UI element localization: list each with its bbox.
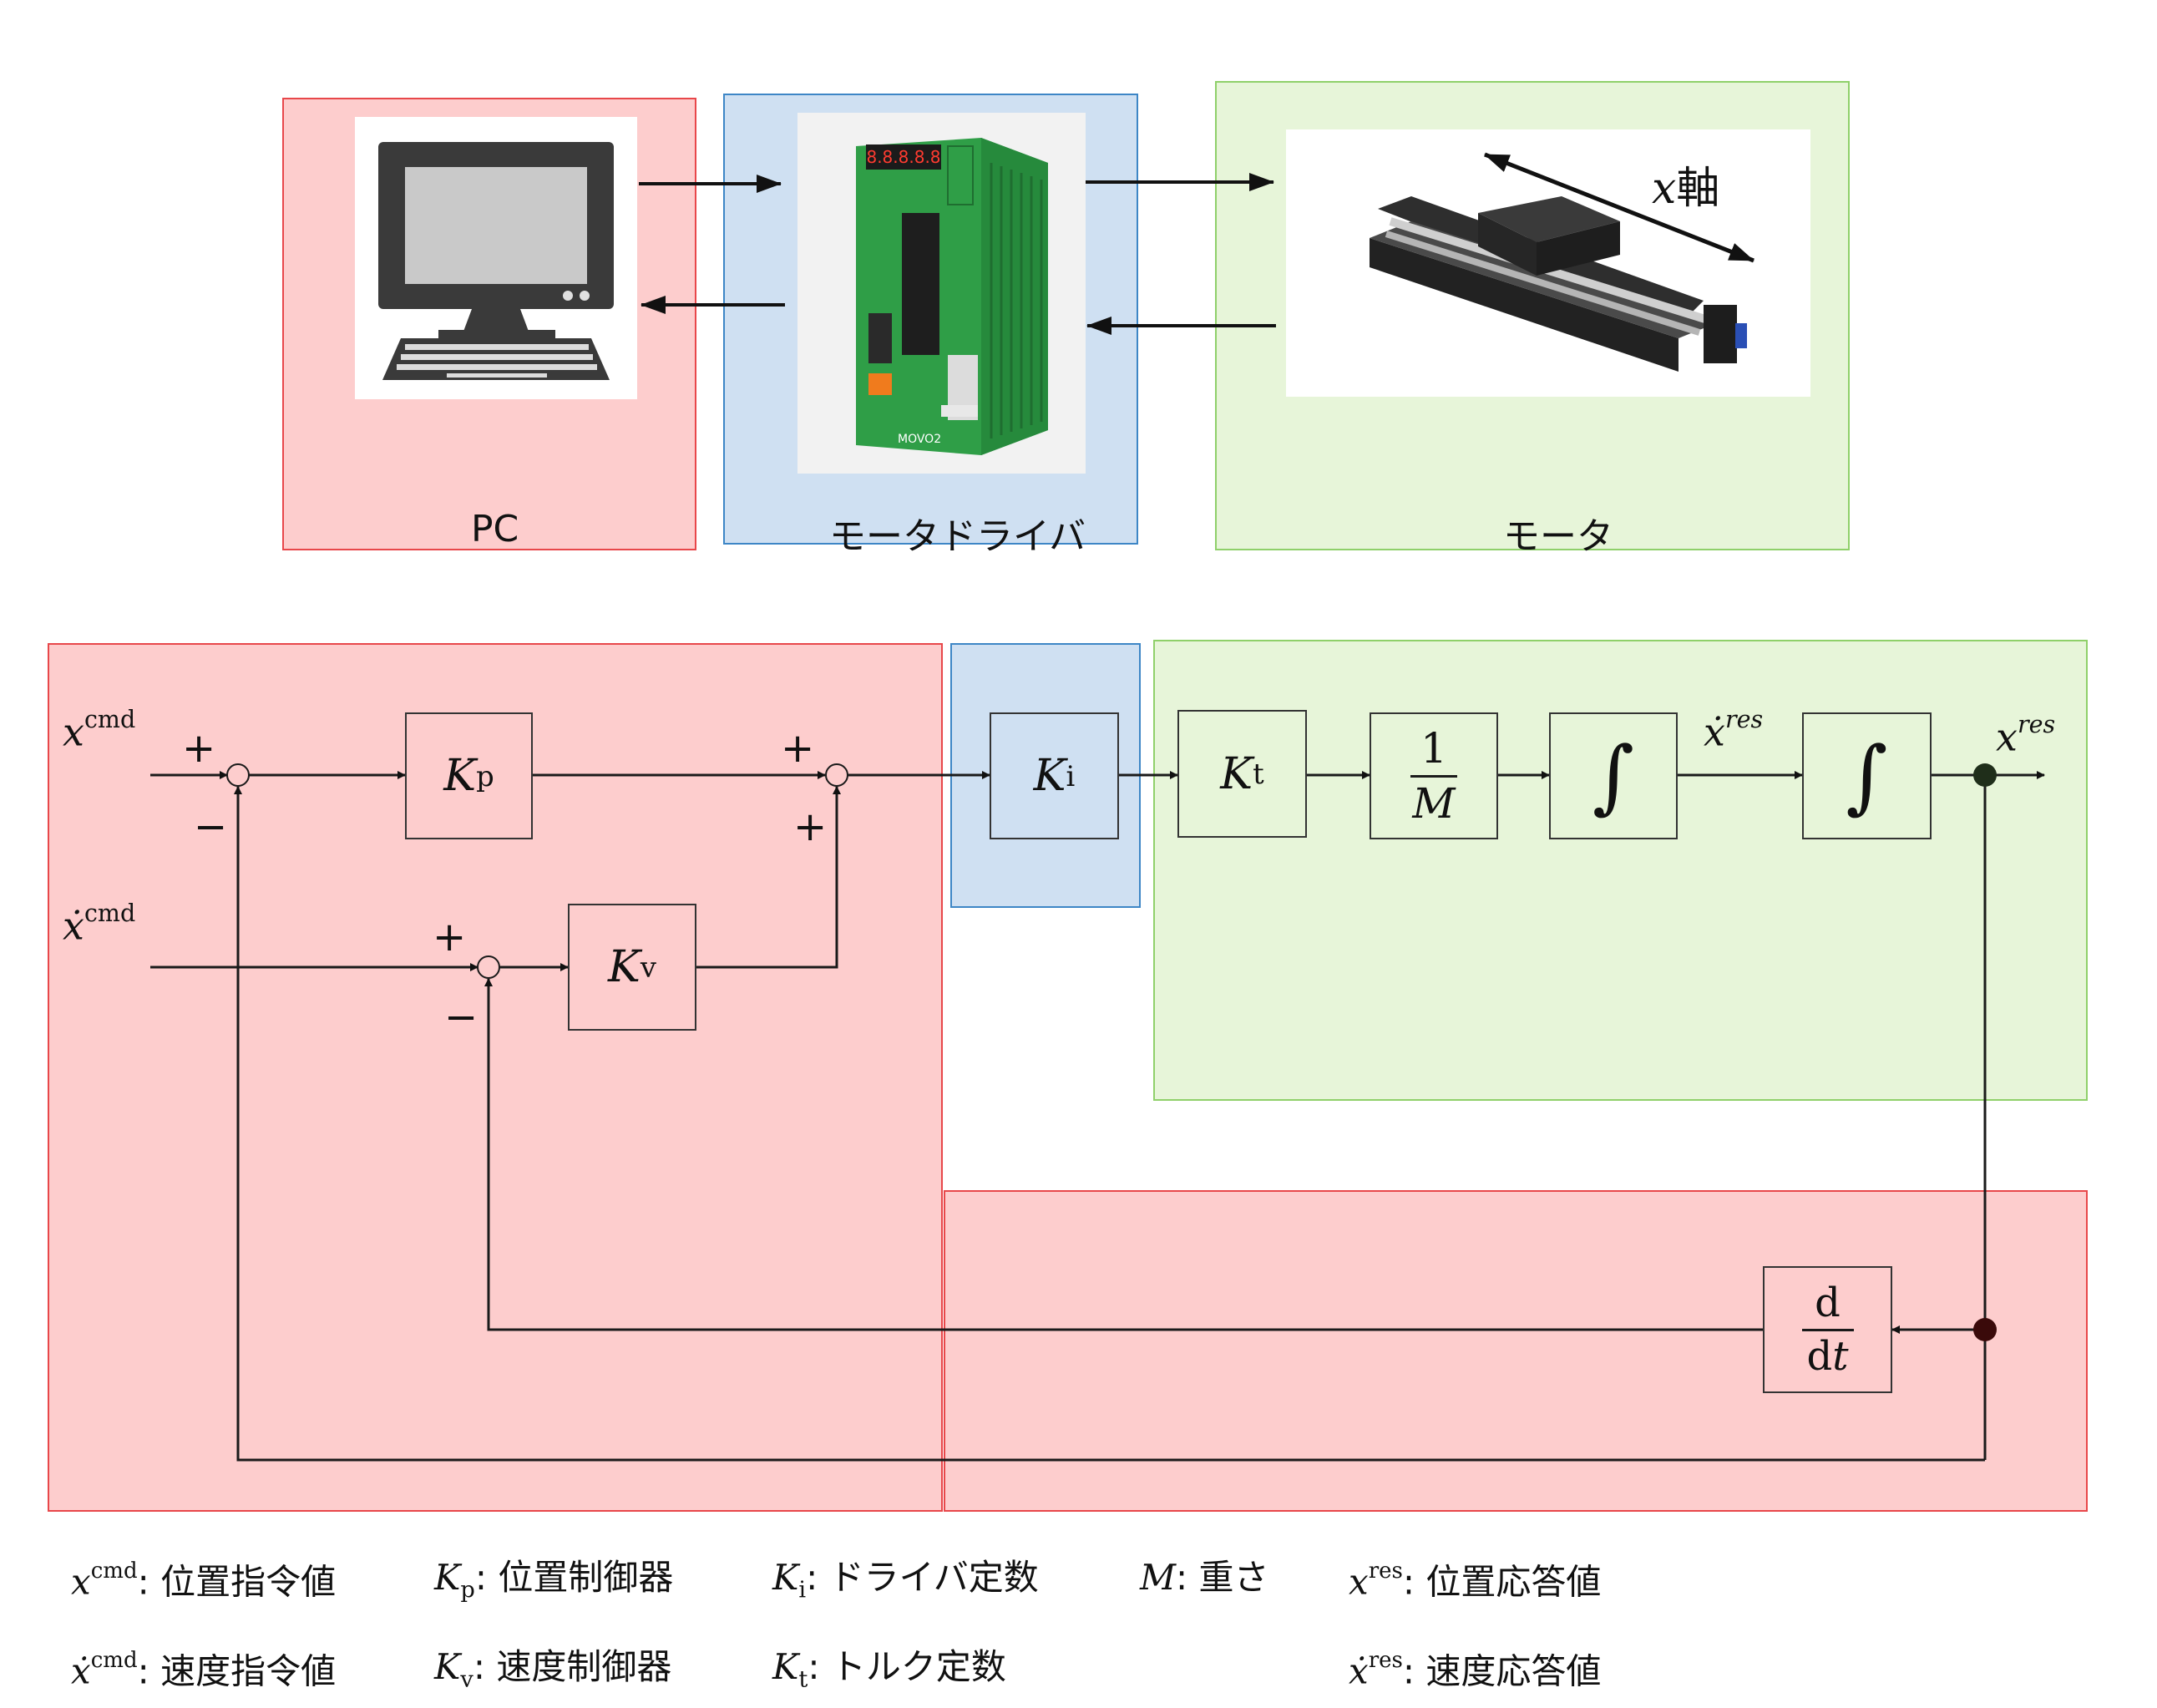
sign-sum1-top: + bbox=[182, 725, 216, 772]
legend-script: t bbox=[798, 1666, 808, 1693]
branch-point-feedback bbox=[1973, 1318, 1997, 1341]
motor-driver-unit-icon: 8.8.8.8.8 MOVO2 bbox=[856, 138, 1048, 455]
legend-script: res bbox=[1368, 1558, 1403, 1584]
legend-item-row2-1: Kv: 速度制御器 bbox=[434, 1650, 671, 1691]
legend-item-row1-0: xcmd: 位置指令値 bbox=[71, 1560, 336, 1600]
legend-script: p bbox=[460, 1577, 475, 1604]
driver-display: 8.8.8.8.8 bbox=[866, 147, 940, 167]
signal-x-cmd: xcmd bbox=[63, 706, 136, 755]
integrator-block-2: ∫ bbox=[1802, 712, 1932, 839]
legend-description: : トルク定数 bbox=[808, 1646, 1006, 1687]
legend-description: : 速度制御器 bbox=[473, 1646, 672, 1687]
sum-junction-output bbox=[825, 763, 848, 787]
desktop-computer-icon bbox=[378, 142, 614, 380]
signal-xdot-cmd: ẋcmd bbox=[63, 900, 136, 949]
legend-item-row2-2: Kt: トルク定数 bbox=[772, 1650, 1006, 1691]
legend-script: cmd bbox=[90, 1558, 138, 1584]
legend-description: : 重さ bbox=[1176, 1557, 1269, 1598]
legend-symbol: K bbox=[772, 1646, 799, 1687]
motor-label: モータ bbox=[1503, 515, 1613, 558]
motor-driver-photo: 8.8.8.8.8 MOVO2 bbox=[797, 113, 1086, 474]
legend-script: cmd bbox=[90, 1648, 138, 1673]
legend-script: i bbox=[798, 1577, 807, 1604]
motor-driver-label: モータドライバ bbox=[829, 515, 1086, 558]
legend-symbol: M bbox=[1140, 1557, 1177, 1598]
integral-icon: ∫ bbox=[1846, 729, 1888, 823]
legend-item-row2-3: ẋres: 速度応答値 bbox=[1349, 1650, 1601, 1690]
legend-description: : ドライバ定数 bbox=[806, 1557, 1039, 1598]
sign-sum3-top: + bbox=[433, 914, 467, 960]
controller-panel bbox=[48, 643, 943, 1512]
legend-symbol: ẋ bbox=[71, 1650, 91, 1692]
legend-symbol: K bbox=[434, 1646, 461, 1687]
legend-description: : 位置指令値 bbox=[137, 1561, 337, 1603]
legend-item-row2-0: ẋcmd: 速度指令値 bbox=[71, 1650, 336, 1690]
legend-symbol: ẋ bbox=[1349, 1650, 1369, 1692]
legend-description: : 位置制御器 bbox=[474, 1557, 674, 1598]
legend-description: : 位置応答値 bbox=[1402, 1561, 1602, 1603]
legend-symbol: K bbox=[434, 1557, 461, 1598]
pc-photo bbox=[355, 117, 637, 399]
sign-sum2-bottom: + bbox=[793, 803, 828, 850]
legend-item-row1-4: xres: 位置応答値 bbox=[1349, 1560, 1601, 1600]
legend-symbol: K bbox=[772, 1557, 799, 1598]
driver-brand: MOVO2 bbox=[898, 433, 941, 446]
signal-x-res: xres bbox=[1996, 711, 2056, 760]
sum-junction-velocity bbox=[477, 955, 500, 979]
x-axis-label: x軸 bbox=[1652, 164, 1720, 214]
legend-description: : 速度応答値 bbox=[1402, 1650, 1602, 1692]
legend-script: res bbox=[1368, 1648, 1403, 1673]
legend-item-row1-1: Kp: 位置制御器 bbox=[434, 1560, 673, 1602]
legend-symbol: x bbox=[1349, 1561, 1369, 1603]
integral-icon: ∫ bbox=[1592, 729, 1634, 823]
legend-symbol: x bbox=[71, 1561, 91, 1603]
feedback-panel bbox=[944, 1190, 2088, 1512]
signal-xdot-res: ẋres bbox=[1704, 706, 1764, 755]
legend-item-row1-3: M: 重さ bbox=[1140, 1560, 1269, 1595]
motor-block-panel bbox=[1153, 640, 2088, 1101]
branch-point-output bbox=[1973, 763, 1997, 787]
inverse-mass-block: 1 M bbox=[1370, 712, 1498, 839]
sum-junction-position bbox=[226, 763, 250, 787]
integrator-block-1: ∫ bbox=[1549, 712, 1678, 839]
sign-sum2-top: + bbox=[781, 725, 815, 772]
derivative-block: d dt bbox=[1763, 1266, 1892, 1393]
pc-label: PC bbox=[471, 508, 519, 550]
legend-description: : 速度指令値 bbox=[137, 1650, 337, 1692]
legend-script: v bbox=[460, 1666, 473, 1693]
sign-sum1-bottom: − bbox=[194, 803, 228, 850]
legend-item-row1-2: Ki: ドライバ定数 bbox=[772, 1560, 1039, 1602]
sign-sum3-bottom: − bbox=[444, 994, 478, 1041]
x-axis-arrow bbox=[1484, 152, 1754, 263]
